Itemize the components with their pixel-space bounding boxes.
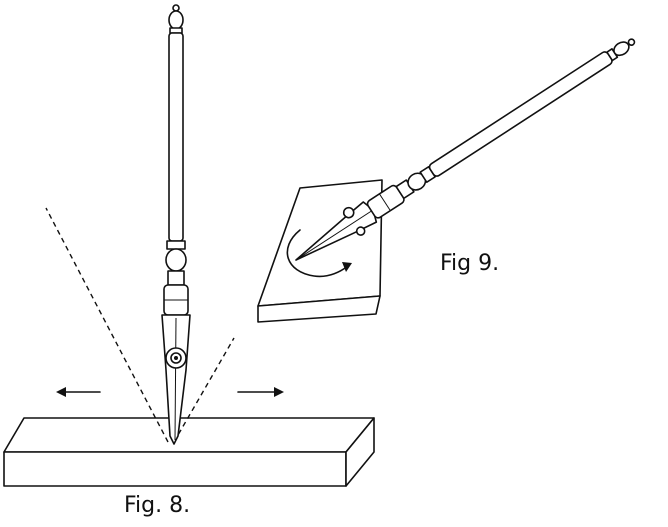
fig8-board (3, 417, 375, 487)
fig9-rotation-arrow (286, 229, 352, 278)
fig8-ruling-pen (161, 4, 191, 445)
figure-8: Fig. 8. (3, 4, 375, 518)
fig8-right-arrow (237, 387, 284, 397)
fig9-ruling-pen (295, 38, 636, 261)
figure-9: Fig 9. (257, 38, 636, 323)
fig8-swing-lines (45, 207, 235, 443)
fig9-caption: Fig 9. (440, 251, 499, 276)
fig8-caption: Fig. 8. (124, 493, 190, 518)
fig8-left-arrow (56, 387, 101, 397)
